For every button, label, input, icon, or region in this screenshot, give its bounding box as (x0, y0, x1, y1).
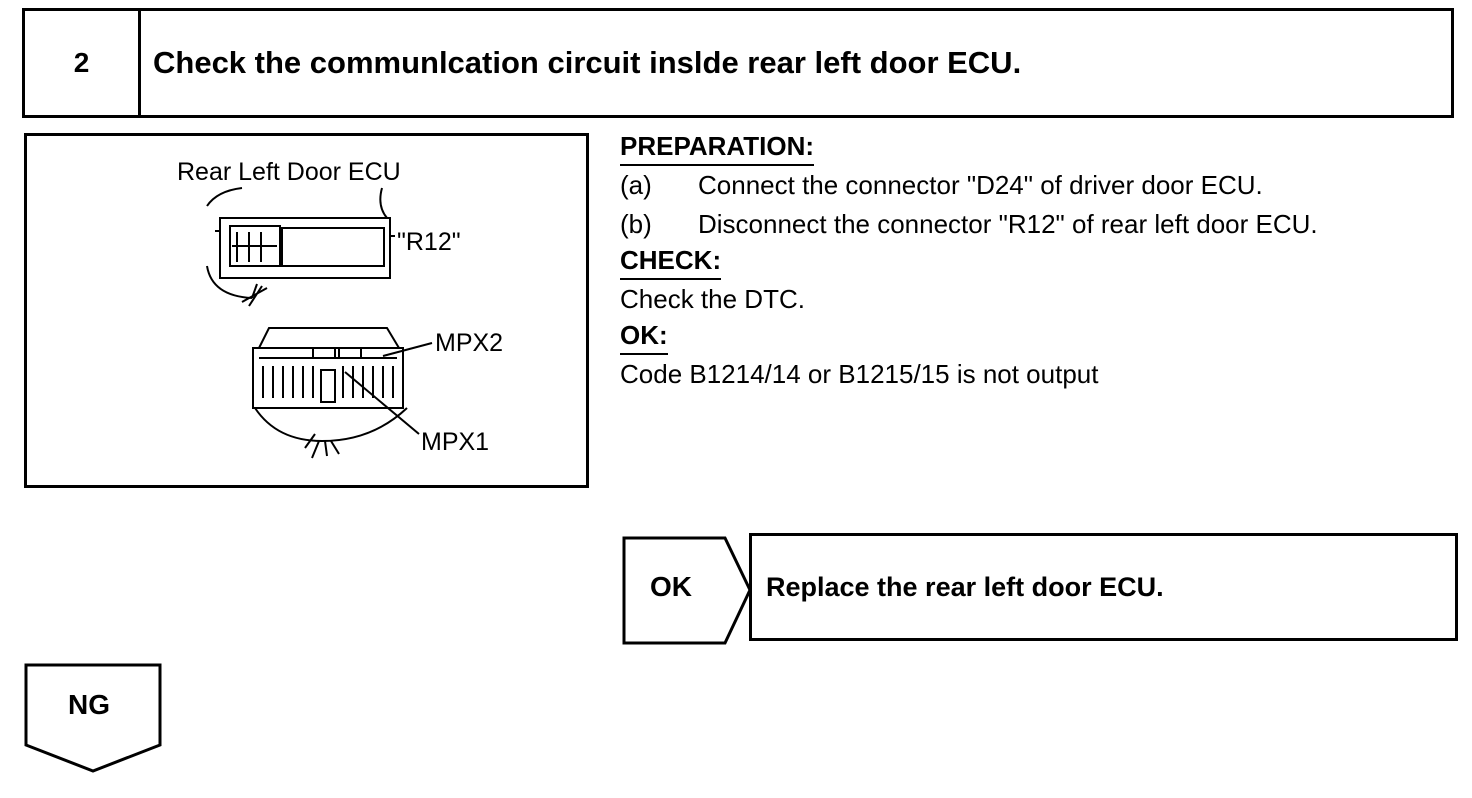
step-header: 2 Check the communlcation circuit inslde… (22, 8, 1454, 118)
ok-arrow-shape (622, 536, 752, 645)
instructions-panel: PREPARATION: (a) Connect the connector "… (620, 130, 1450, 394)
mpx2-label: MPX2 (435, 329, 504, 357)
connector-diagram (206, 187, 433, 459)
check-heading: CHECK: (620, 244, 722, 280)
mpx1-label: MPX1 (421, 428, 490, 456)
ng-arrow-shape (24, 663, 162, 773)
connector-label: "R12" (397, 228, 461, 256)
preparation-step: (a) Connect the connector "D24" of drive… (620, 166, 1450, 205)
step-number: 2 (25, 11, 141, 115)
step-text: Disconnect the connector "R12" of rear l… (698, 209, 1318, 239)
ng-label: NG (68, 689, 110, 720)
preparation-heading: PREPARATION: (620, 130, 815, 166)
step-title: Check the communlcation circuit inslde r… (153, 45, 1022, 80)
ng-arrow-box: NG (24, 663, 164, 775)
step-marker: (a) (620, 170, 652, 200)
ecu-connector-figure: Rear Left Door ECU "R12" MPX2 MPX1 (24, 133, 589, 488)
ok-heading: OK: (620, 319, 668, 355)
step-text: Connect the connector "D24" of driver do… (698, 170, 1263, 200)
ok-text: Code B1214/14 or B1215/15 is not output (620, 359, 1099, 389)
ok-result-box: Replace the rear left door ECU. (749, 533, 1458, 641)
check-text: Check the DTC. (620, 284, 805, 314)
step-marker: (b) (620, 209, 652, 239)
preparation-step: (b) Disconnect the connector "R12" of re… (620, 205, 1450, 244)
ok-arrow-box: OK (622, 535, 752, 645)
figure-title: Rear Left Door ECU (177, 158, 401, 186)
ok-label: OK (650, 571, 692, 602)
